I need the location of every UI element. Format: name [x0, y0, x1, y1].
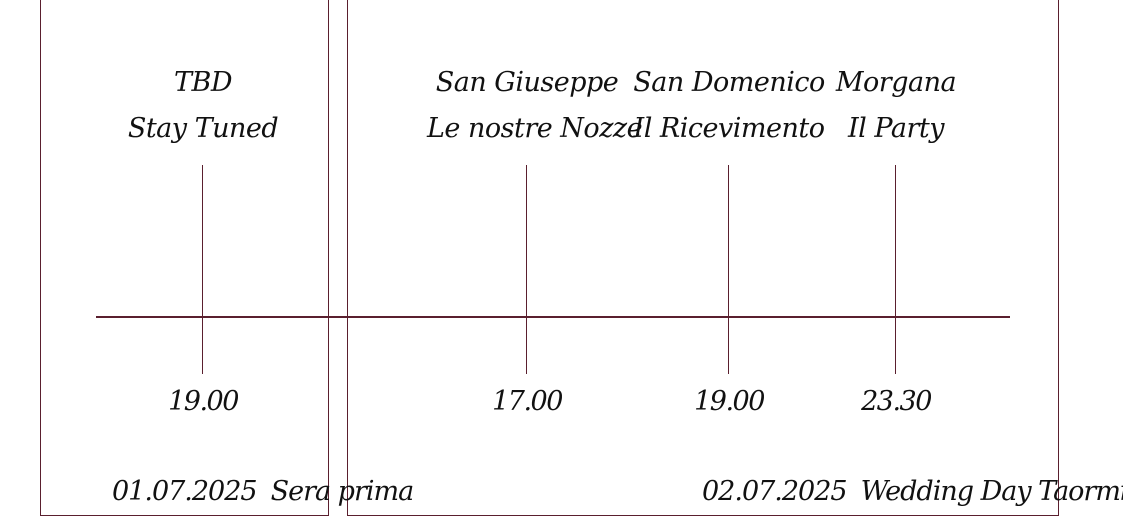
event-stem	[728, 165, 729, 374]
day-two-label: Wedding Day Taormina	[860, 476, 1123, 507]
day-two-date: 02.07.2025	[702, 476, 848, 507]
timeline-event-tbd: TBD Stay Tuned 19.00	[103, 60, 303, 417]
day-two-panel	[347, 0, 1059, 516]
event-time: 23.30	[861, 386, 932, 417]
timeline-event-san-domenico: San Domenico Il Ricevimento 19.00	[629, 60, 829, 417]
event-place: San Domenico	[633, 67, 825, 98]
event-stem	[526, 165, 527, 374]
timeline-axis	[96, 316, 1010, 318]
event-place: Morgana	[835, 67, 957, 98]
event-time: 19.00	[168, 386, 239, 417]
day-one-panel	[40, 0, 329, 516]
timeline-event-san-giuseppe: San Giuseppe Le nostre Nozze 17.00	[427, 60, 643, 417]
event-description: Il Ricevimento	[633, 113, 825, 144]
day-one-caption: 01.07.2025 Sera prima	[112, 476, 415, 507]
day-one-label: Sera prima	[270, 476, 415, 507]
event-time: 17.00	[492, 386, 563, 417]
day-one-date: 01.07.2025	[112, 476, 258, 507]
event-description: Le nostre Nozze	[427, 113, 643, 144]
event-place: TBD	[174, 67, 233, 98]
event-time: 19.00	[694, 386, 765, 417]
event-description: Stay Tuned	[127, 113, 279, 144]
event-place: San Giuseppe	[435, 67, 619, 98]
event-stem	[202, 165, 203, 374]
timeline-event-morgana: Morgana Il Party 23.30	[796, 60, 996, 417]
event-stem	[895, 165, 896, 374]
event-description: Il Party	[848, 113, 944, 144]
day-two-caption: 02.07.2025 Wedding Day Taormina	[702, 476, 1123, 507]
